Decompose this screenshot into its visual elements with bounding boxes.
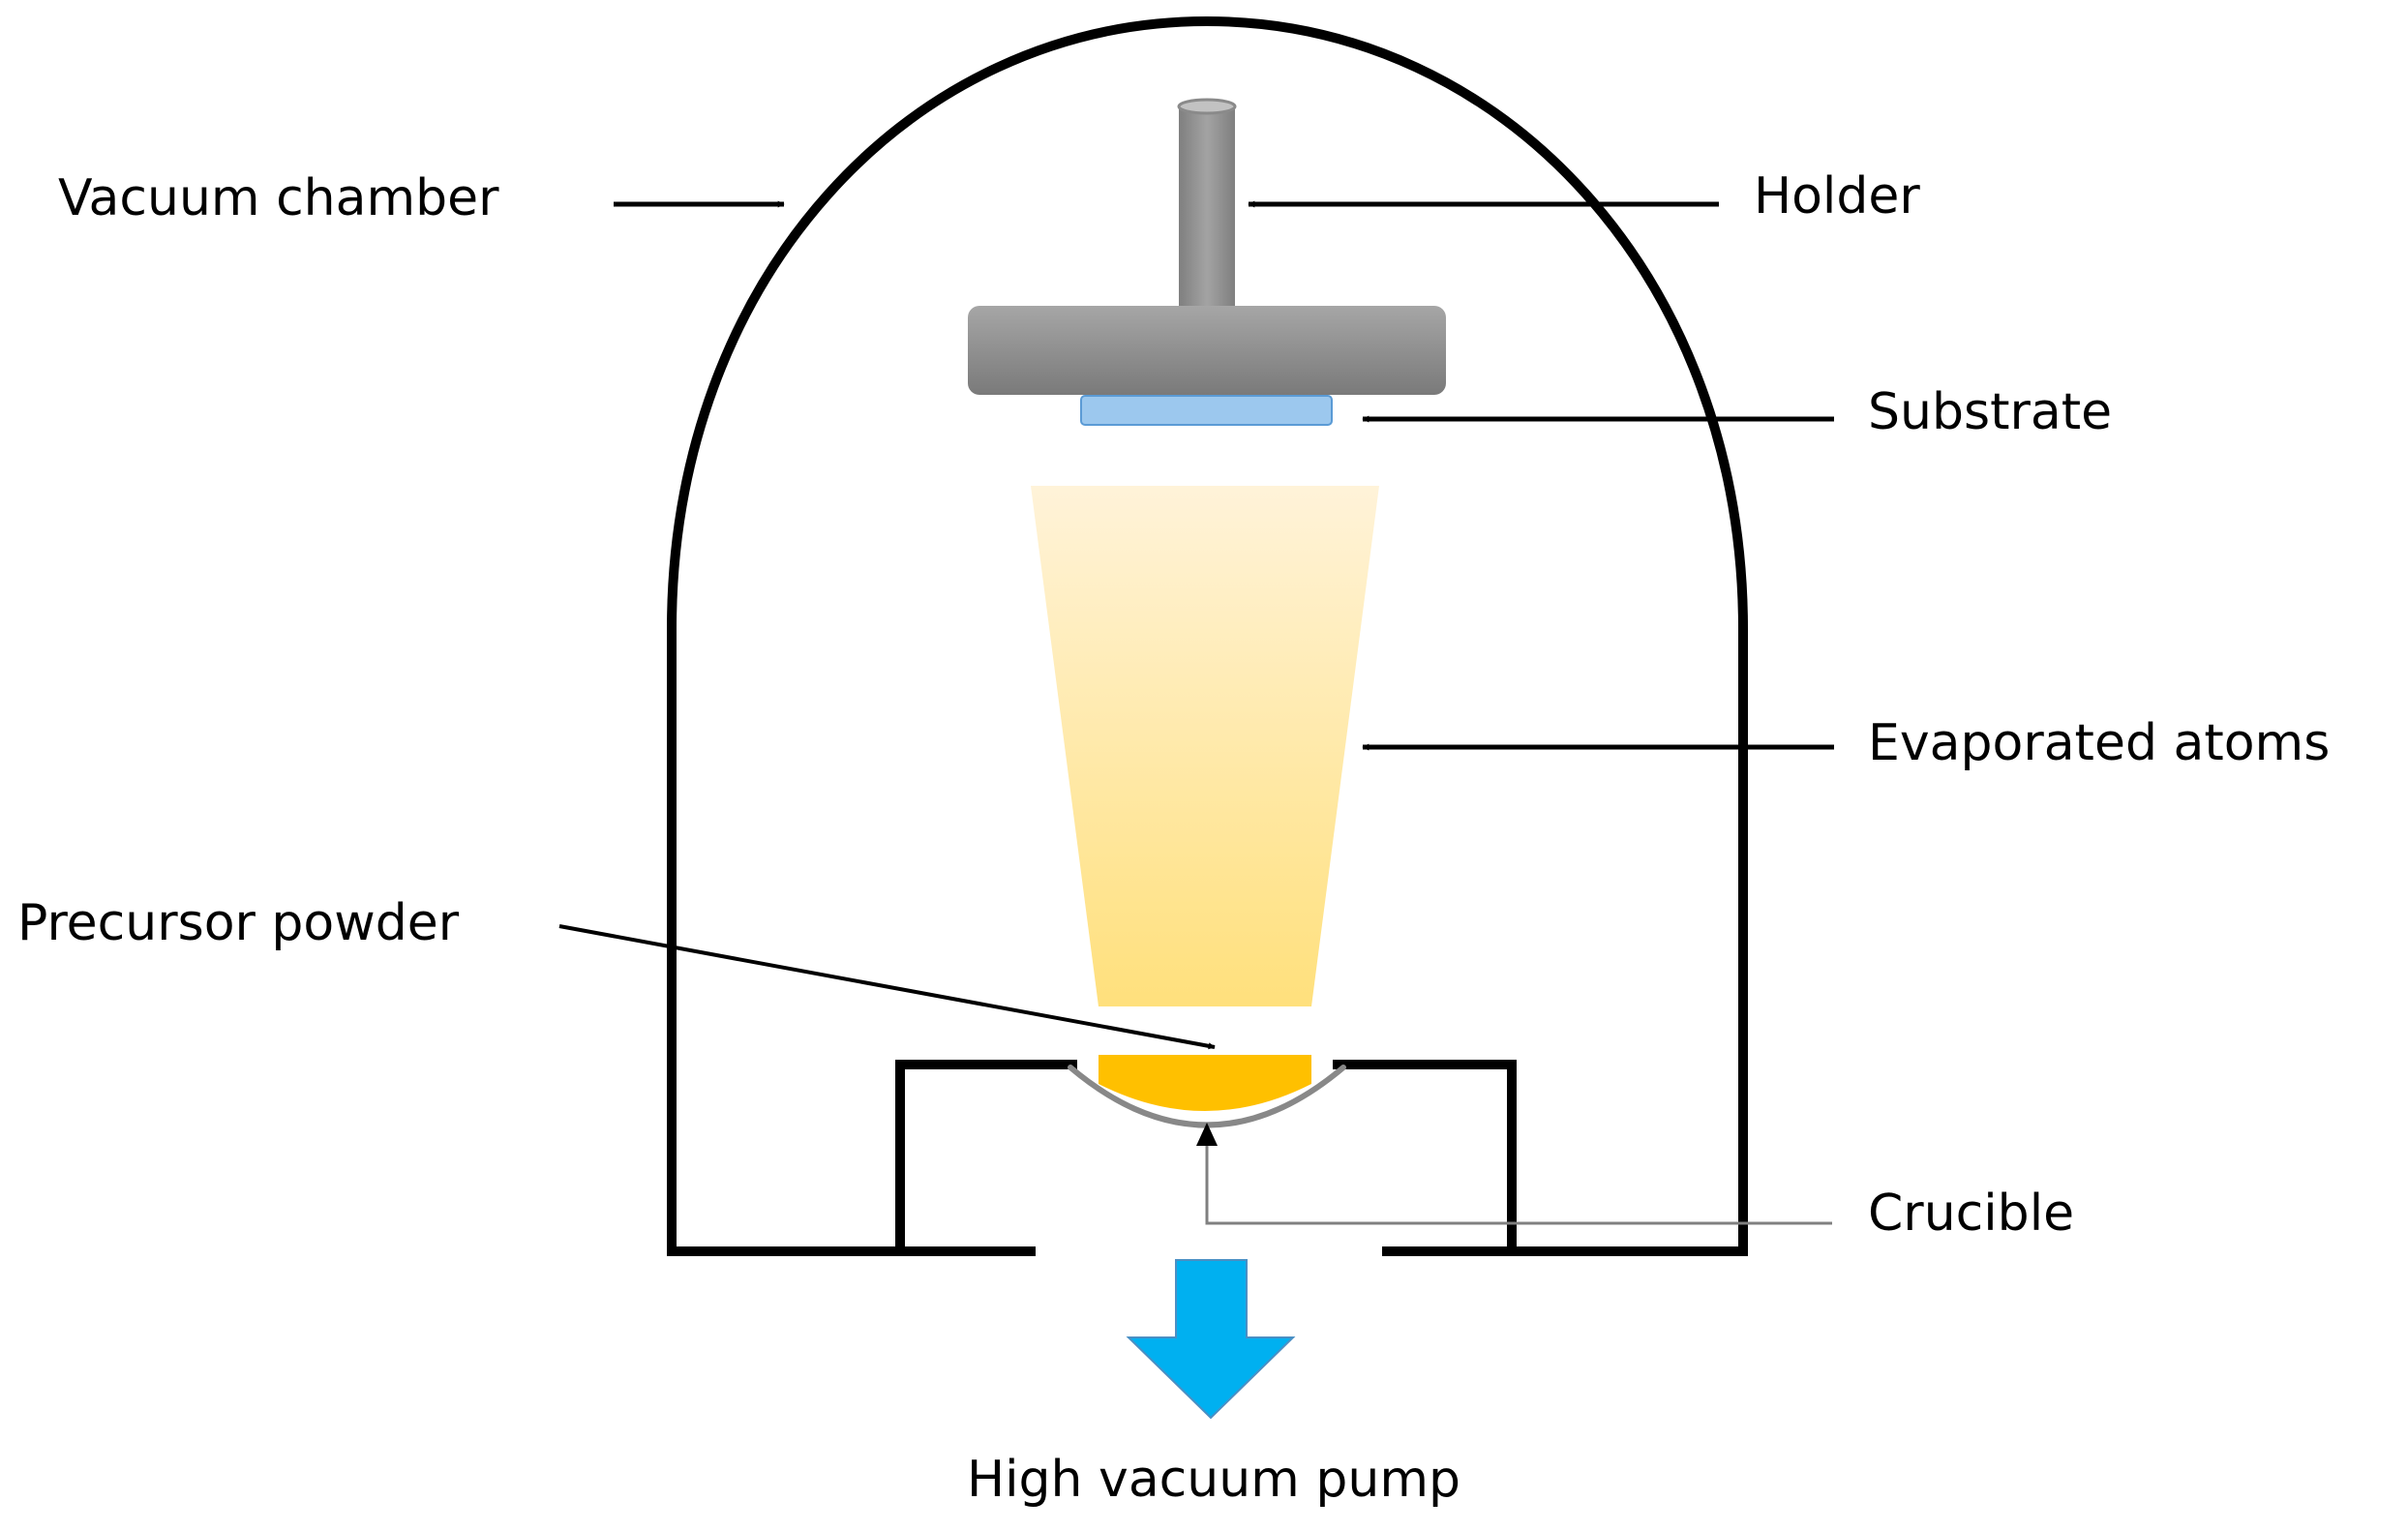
label-vacuum-chamber: Vacuum chamber (58, 169, 499, 227)
crucible-arrow (1205, 1130, 1832, 1225)
label-precursor-powder: Precursor powder (17, 894, 460, 952)
holder-rod (1179, 106, 1235, 312)
label-crucible: Crucible (1868, 1185, 2074, 1243)
substrate (1080, 395, 1333, 426)
label-pump: High vacuum pump (967, 1451, 1460, 1509)
crucible-arrow-head (1196, 1123, 1218, 1146)
precursor-powder (1099, 1055, 1311, 1111)
precursor-powder-arrow (558, 924, 1216, 1050)
holder-rod-top (1177, 98, 1237, 115)
pump-arrow (1126, 1259, 1296, 1420)
label-holder: Holder (1754, 167, 1920, 225)
label-evaporated-atoms: Evaporated atoms (1868, 714, 2330, 772)
label-substrate: Substrate (1868, 383, 2112, 441)
crucible-stage (895, 1060, 1077, 1251)
evaporated-atoms-plume (1031, 486, 1379, 1006)
holder-plate (968, 306, 1446, 395)
vacuum-chamber-outline (667, 15, 1748, 1256)
crucible-stage-right (1333, 1060, 1517, 1251)
